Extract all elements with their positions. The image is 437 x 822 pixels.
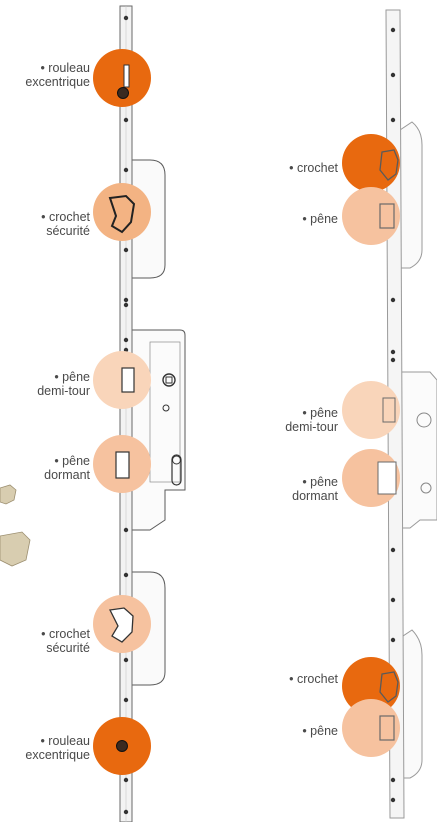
right-faceplate-holes — [390, 27, 396, 803]
faceplate-screw-hole — [390, 117, 396, 123]
left-roller-top-stem — [123, 64, 130, 88]
label-hook-bottom-line1: • crochet — [41, 627, 90, 641]
right-lock-assembly — [342, 9, 437, 819]
label-bolt-right-top: • pêne — [302, 212, 338, 226]
left-faceplate-holes — [123, 15, 129, 815]
faceplate-screw-hole — [123, 337, 129, 343]
left-marker-hook-top — [93, 183, 151, 241]
right-latch-part — [382, 397, 396, 423]
left-follower-square — [165, 376, 173, 384]
right-hook-top-part — [379, 149, 399, 181]
faceplate-screw-hole — [123, 117, 129, 123]
faceplate-screw-hole — [390, 797, 396, 803]
faceplate-screw-hole — [123, 527, 129, 533]
faceplate-screw-hole — [123, 809, 129, 815]
label-roller-top-line1: • rouleau — [40, 61, 90, 75]
faceplate-screw-hole — [390, 777, 396, 783]
right-cylinder-hole — [420, 482, 432, 494]
faceplate-screw-hole — [123, 777, 129, 783]
right-deadbolt-part — [377, 461, 397, 495]
faceplate-screw-hole — [390, 597, 396, 603]
label-hook-right-bottom: • crochet — [289, 672, 338, 686]
faceplate-screw-hole — [123, 697, 129, 703]
right-bolt-top-part — [379, 203, 395, 229]
faceplate-screw-hole — [123, 167, 129, 173]
label-hook-right-top-line1: • crochet — [289, 161, 338, 175]
right-marker-hook-top — [342, 134, 400, 192]
faceplate-screw-hole — [123, 302, 129, 308]
faceplate-screw-hole — [123, 347, 129, 353]
left-roller-bottom — [116, 740, 128, 752]
left-gearbox-inner — [149, 341, 181, 483]
label-hook-right-top: • crochet — [289, 161, 338, 175]
right-hook-bottom-part — [379, 671, 399, 703]
label-deadbolt-left-line2: dormant — [44, 468, 90, 482]
left-cylinder-hole — [172, 455, 181, 465]
label-roller-bottom: • rouleau excentrique — [25, 734, 90, 762]
label-bolt-right-top-line1: • pêne — [302, 212, 338, 226]
faceplate-screw-hole — [390, 637, 396, 643]
label-roller-top: • rouleau excentrique — [25, 61, 90, 89]
right-gearbox-ring — [416, 412, 432, 428]
right-marker-latch — [342, 381, 400, 439]
faceplate-screw-hole — [123, 657, 129, 663]
right-marker-hook-bottom — [342, 657, 400, 715]
partial-hardware-left-edge — [0, 484, 31, 567]
left-gearbox-hole — [162, 404, 170, 412]
faceplate-screw-hole — [390, 357, 396, 363]
right-lower-hook-housing — [399, 629, 423, 779]
left-deadbolt — [115, 451, 130, 479]
left-hook-bottom-part — [109, 607, 134, 643]
left-latch-bolt — [121, 367, 135, 393]
left-follower — [162, 373, 176, 387]
label-latch-left-line2: demi-tour — [37, 384, 90, 398]
label-latch-right-line2: demi-tour — [285, 420, 338, 434]
right-marker-bolt-top — [342, 187, 400, 245]
faceplate-screw-hole — [123, 572, 129, 578]
label-deadbolt-right-line1: • pêne — [302, 475, 338, 489]
faceplate-screw-hole — [123, 247, 129, 253]
label-roller-bottom-line2: excentrique — [25, 748, 90, 762]
label-bolt-right-bottom: • pêne — [302, 724, 338, 738]
label-latch-right: • pêne demi-tour — [285, 406, 338, 434]
left-roller-top — [117, 87, 129, 99]
faceplate-screw-hole — [390, 27, 396, 33]
label-bolt-right-bottom-line1: • pêne — [302, 724, 338, 738]
label-roller-top-line2: excentrique — [25, 75, 90, 89]
label-latch-right-line1: • pêne — [302, 406, 338, 420]
right-gearbox — [399, 371, 437, 529]
faceplate-screw-hole — [123, 15, 129, 21]
right-bolt-bottom-part — [379, 715, 395, 741]
label-hook-top-line2: sécurité — [46, 224, 90, 238]
faceplate-screw-hole — [390, 547, 396, 553]
faceplate-screw-hole — [123, 297, 129, 303]
faceplate-screw-hole — [390, 349, 396, 355]
left-lock-assembly — [93, 5, 186, 822]
label-hook-bottom: • crochet sécurité — [41, 627, 90, 655]
label-hook-right-bottom-line1: • crochet — [289, 672, 338, 686]
label-hook-top: • crochet sécurité — [41, 210, 90, 238]
label-deadbolt-right: • pêne dormant — [292, 475, 338, 503]
label-latch-left-line1: • pêne — [54, 370, 90, 384]
left-hook-top-part — [108, 194, 136, 234]
label-deadbolt-left-line1: • pêne — [54, 454, 90, 468]
label-deadbolt-right-line2: dormant — [292, 489, 338, 503]
left-marker-roller-top — [93, 49, 151, 107]
faceplate-screw-hole — [390, 297, 396, 303]
label-hook-bottom-line2: sécurité — [46, 641, 90, 655]
faceplate-screw-hole — [390, 72, 396, 78]
label-hook-top-line1: • crochet — [41, 210, 90, 224]
label-latch-left: • pêne demi-tour — [37, 370, 90, 398]
right-upper-hook-housing — [399, 121, 423, 269]
label-roller-bottom-line1: • rouleau — [40, 734, 90, 748]
label-deadbolt-left: • pêne dormant — [44, 454, 90, 482]
left-cylinder-slot — [171, 454, 182, 486]
right-marker-bolt-bottom — [342, 699, 400, 757]
